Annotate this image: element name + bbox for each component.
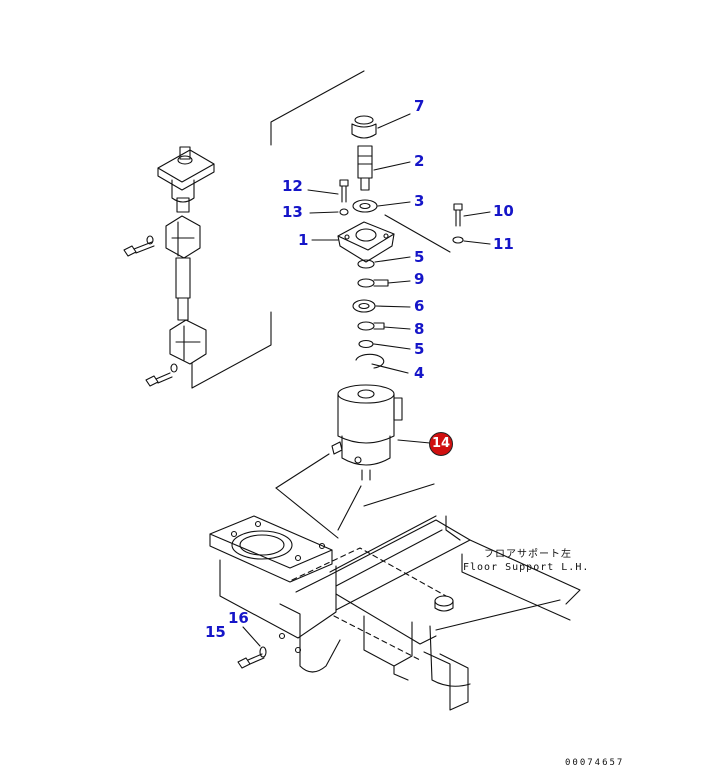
part-11-washer bbox=[452, 236, 491, 245]
callout-12[interactable]: 12 bbox=[282, 177, 303, 195]
floor-support-note-jp: フロアサポート左 bbox=[484, 549, 572, 560]
part-16-washer bbox=[242, 626, 267, 658]
callout-8[interactable]: 8 bbox=[414, 320, 425, 338]
part-5-snap-ring-upper bbox=[357, 256, 411, 269]
callout-5-lower[interactable]: 5 bbox=[414, 340, 425, 358]
floor-support-note-en: Floor Support L.H. bbox=[463, 562, 590, 573]
callout-6[interactable]: 6 bbox=[414, 297, 425, 315]
part-2-shaft bbox=[357, 145, 411, 191]
callout-16[interactable]: 16 bbox=[228, 609, 249, 627]
part-14-steering-valve bbox=[275, 384, 435, 539]
part-12-bolt bbox=[307, 179, 349, 203]
callout-7[interactable]: 7 bbox=[414, 97, 425, 115]
part-8-bearing bbox=[357, 321, 411, 331]
column-bolt-upper bbox=[123, 235, 155, 257]
part-3-bearing bbox=[352, 199, 411, 213]
callout-4[interactable]: 4 bbox=[414, 364, 425, 382]
part-9-bearing bbox=[357, 278, 411, 288]
callout-11[interactable]: 11 bbox=[493, 235, 514, 253]
part-15-bolt bbox=[237, 653, 265, 669]
part-7-cap bbox=[351, 113, 411, 139]
part-1-flange-housing bbox=[311, 221, 395, 263]
callout-15[interactable]: 15 bbox=[205, 623, 226, 641]
floor-support-frame bbox=[209, 515, 581, 711]
part-4-circlip bbox=[355, 353, 409, 374]
steering-column-shaft bbox=[157, 146, 215, 365]
drawing-number: 00074657 bbox=[565, 758, 625, 768]
callout-1[interactable]: 1 bbox=[298, 231, 309, 249]
column-bolt-lower bbox=[145, 363, 178, 387]
callout-5-upper[interactable]: 5 bbox=[414, 248, 425, 266]
callout-14-highlighted[interactable]: 14 bbox=[429, 432, 453, 456]
callout-9[interactable]: 9 bbox=[414, 270, 425, 288]
part-13-washer bbox=[309, 208, 349, 216]
callout-13[interactable]: 13 bbox=[282, 203, 303, 221]
callout-3[interactable]: 3 bbox=[414, 192, 425, 210]
part-6-bearing bbox=[352, 299, 411, 313]
callout-2[interactable]: 2 bbox=[414, 152, 425, 170]
part-10-bolt bbox=[453, 203, 491, 227]
part-5-snap-ring-lower bbox=[358, 339, 411, 350]
group-bracket-lines bbox=[191, 70, 451, 389]
callout-10[interactable]: 10 bbox=[493, 202, 514, 220]
